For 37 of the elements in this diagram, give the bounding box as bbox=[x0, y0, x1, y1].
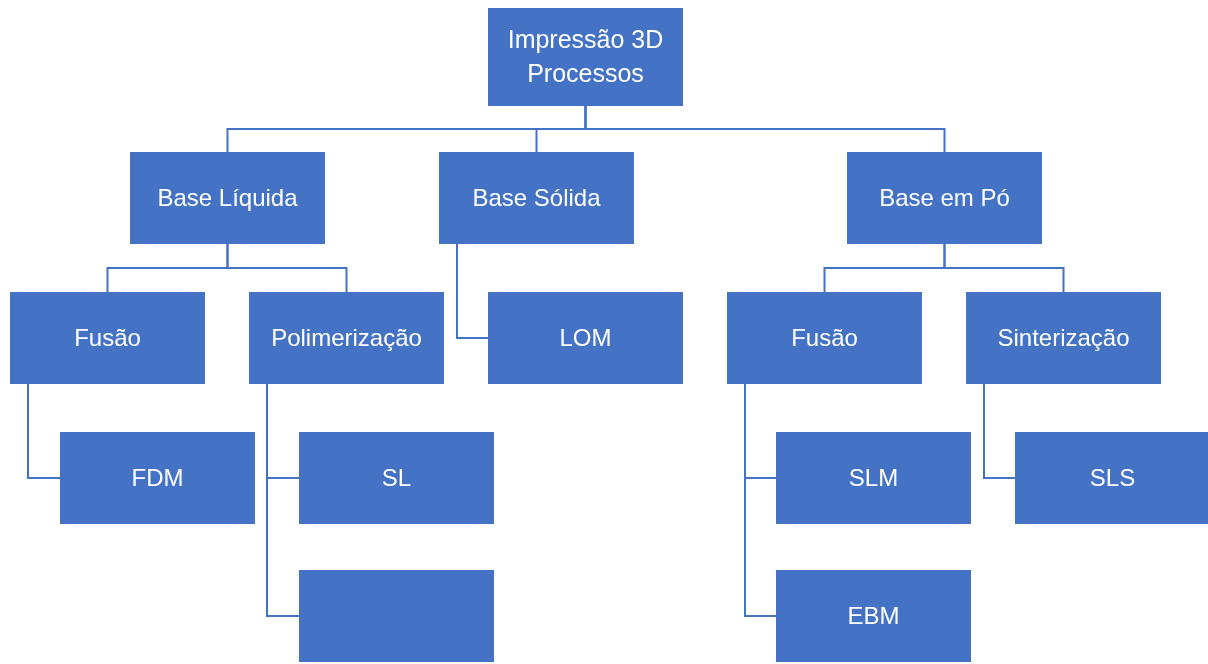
box-label: Fusão bbox=[74, 322, 141, 353]
connector-line bbox=[983, 383, 1016, 479]
box-label: Sinterização bbox=[997, 322, 1130, 353]
process-box bbox=[727, 292, 922, 384]
process-box bbox=[249, 292, 444, 384]
process-box bbox=[130, 152, 325, 244]
connector-line bbox=[226, 243, 348, 293]
process-box bbox=[966, 292, 1161, 384]
process-box bbox=[847, 152, 1042, 244]
process-box bbox=[776, 432, 971, 524]
process-box bbox=[299, 432, 494, 524]
box-label: LOM bbox=[559, 322, 612, 353]
connector-line bbox=[266, 383, 300, 617]
process-box bbox=[488, 292, 683, 384]
process-box bbox=[439, 152, 634, 244]
box-label: FDM bbox=[131, 462, 184, 493]
connector-line bbox=[584, 105, 946, 153]
process-box bbox=[488, 8, 683, 106]
box-label: EBM bbox=[847, 600, 900, 631]
box-label: Base em Pó bbox=[879, 182, 1010, 213]
connector-line bbox=[943, 243, 1065, 293]
box-label: Impressão 3D Processos bbox=[506, 24, 665, 89]
connector-line bbox=[744, 383, 777, 617]
box-label: Base Sólida bbox=[472, 182, 601, 213]
connector-line bbox=[27, 383, 61, 479]
box-label: SLM bbox=[848, 462, 899, 493]
process-box bbox=[60, 432, 255, 524]
connector-line bbox=[456, 243, 489, 339]
process-box bbox=[1015, 432, 1208, 524]
process-box bbox=[299, 570, 494, 662]
process-box bbox=[10, 292, 205, 384]
box-label: Polimerização bbox=[271, 322, 422, 353]
process-box bbox=[776, 570, 971, 662]
box-label: Fusão bbox=[791, 322, 858, 353]
box-label: SLS bbox=[1089, 462, 1136, 493]
box-label: Base Líquida bbox=[157, 182, 298, 213]
box-label: SL bbox=[381, 462, 412, 493]
